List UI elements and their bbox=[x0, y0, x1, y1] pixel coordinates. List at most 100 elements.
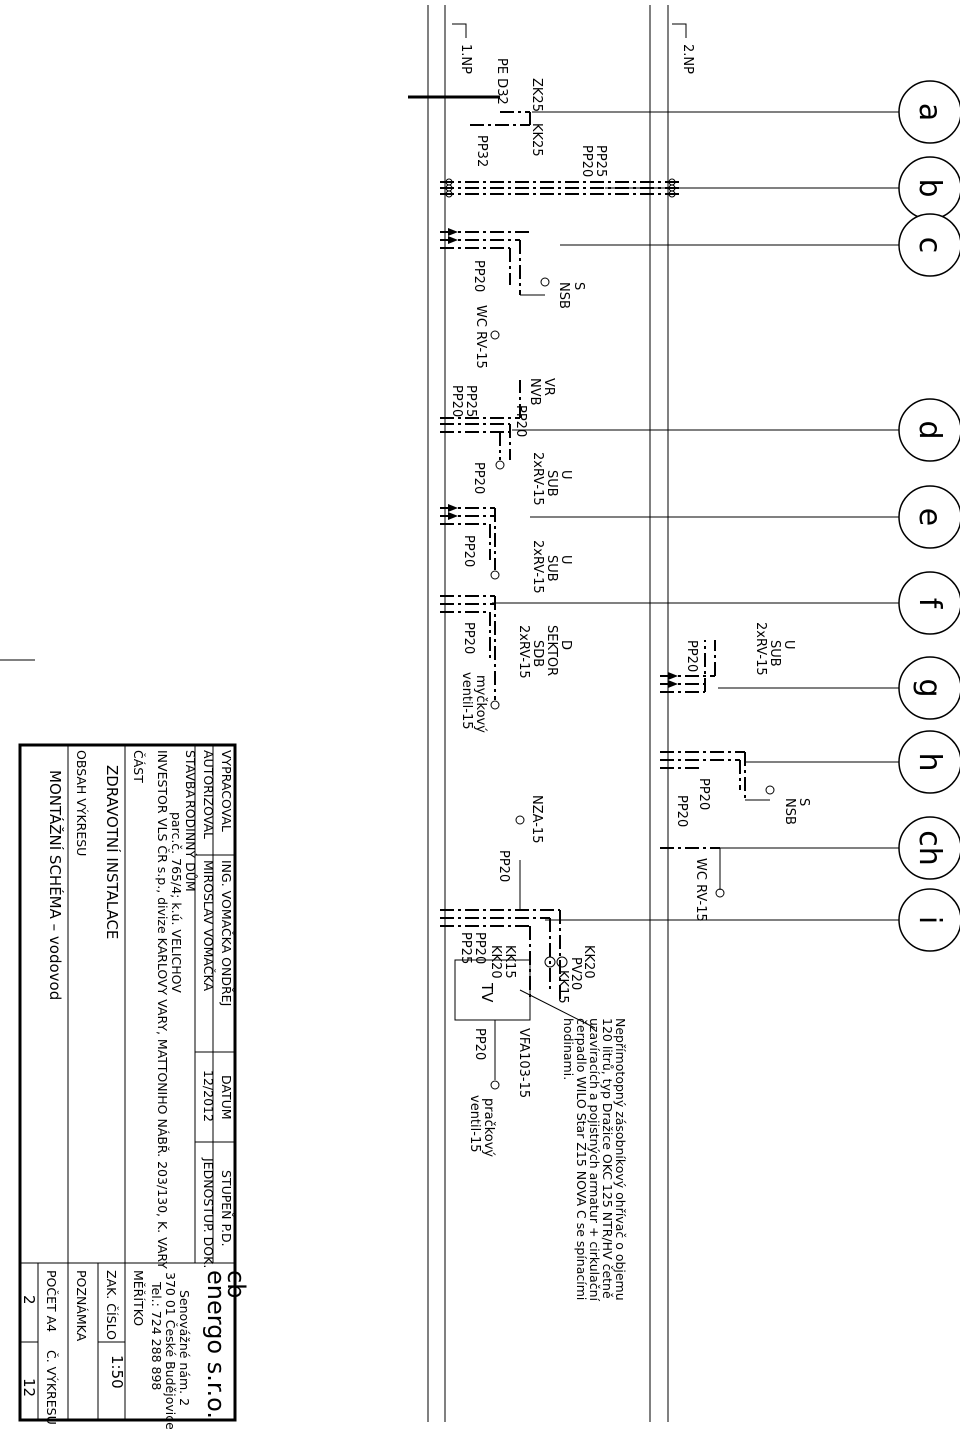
label-zk25: ZK25 bbox=[529, 78, 544, 112]
axis-label-f: f bbox=[912, 598, 947, 610]
floor-label-1np: 1.NP bbox=[458, 44, 473, 74]
note-line-3: uzavíracích a pojistných armatur + cirku… bbox=[587, 1018, 602, 1302]
fixture-d2-line1: U bbox=[558, 470, 573, 480]
fixture-h-line1: S bbox=[796, 798, 811, 806]
axis-bubble-d bbox=[898, 398, 960, 462]
label-pp20-e: PP20 bbox=[461, 535, 476, 567]
branch-pipes bbox=[489, 112, 770, 1080]
fixture-f-line3: SDB bbox=[530, 640, 545, 667]
tb-meritko-label: MĚŘÍTKO bbox=[131, 1270, 146, 1326]
axis-label-i: i bbox=[912, 916, 947, 924]
label-kk20-i2: KK20 bbox=[581, 945, 596, 979]
tb-stavba-label: STAVBA bbox=[183, 750, 198, 798]
tb-cislo-value: 12 bbox=[20, 1378, 38, 1397]
label-pp20-h: PP20 bbox=[696, 778, 711, 810]
tb-pocet-value: 2 bbox=[20, 1295, 38, 1305]
heater-note: Nepřímotopný zásobníkový ohřívač o objem… bbox=[561, 1018, 628, 1302]
fixture-e-line3: 2xRV-15 bbox=[530, 540, 545, 594]
axis-label-c: c bbox=[912, 237, 947, 254]
label-wc-rv-h: WC RV-15 bbox=[693, 858, 708, 922]
label-pp25-d: PP25 bbox=[463, 385, 478, 417]
label-kk15-i: KK15 bbox=[502, 945, 517, 979]
tb-company-tel: Tel.: 724 288 898 bbox=[149, 1281, 164, 1390]
tb-datum-value: 12/2012 bbox=[201, 1070, 216, 1122]
tb-company-addr2: 370 01 České Budějovice bbox=[163, 1272, 178, 1429]
label-pp20-tv: PP20 bbox=[472, 1028, 487, 1060]
label-pe-d32: PE D32 bbox=[494, 58, 509, 105]
company-logo-line2: energo s.r.o. bbox=[202, 1270, 230, 1419]
fixture-myckovy-line2: ventil-15 bbox=[459, 672, 474, 729]
label-pp20-d3: PP20 bbox=[471, 462, 486, 494]
axis-bubble-h bbox=[898, 730, 960, 794]
fixture-f-line1: D bbox=[558, 640, 573, 650]
label-pp20-f: PP20 bbox=[461, 622, 476, 654]
axis-bubble-i bbox=[898, 888, 960, 952]
title-block-text: VYPRACOVAL ING. VOMAČKA ONDŘEJ AUTORIZOV… bbox=[20, 750, 250, 1429]
fixture-nza: NZA-15 bbox=[529, 795, 544, 843]
label-kk25: KK25 bbox=[529, 123, 544, 157]
label-pp25-b: PP25 bbox=[593, 145, 608, 177]
fixture-e-line2: SUB bbox=[544, 555, 559, 582]
axis-label-g: g bbox=[912, 678, 947, 697]
axis-label-d: d bbox=[912, 420, 947, 439]
tb-vypracoval-label: VYPRACOVAL bbox=[219, 750, 234, 832]
fixture-e-line1: U bbox=[558, 555, 573, 565]
note-line-5: hodinami. bbox=[561, 1018, 576, 1080]
axis-leaders bbox=[492, 111, 900, 921]
label-wc-rv-c: WC RV-15 bbox=[473, 305, 488, 369]
label-pp20-d2: PP20 bbox=[513, 405, 528, 437]
fixture-vfa: VFA103-15 bbox=[516, 1028, 531, 1098]
tb-datum-label: DATUM bbox=[219, 1075, 234, 1120]
axis-label-a: a bbox=[912, 103, 947, 121]
fixture-d-line1: VR bbox=[541, 378, 556, 396]
title-block bbox=[18, 743, 237, 1422]
tb-parcela: parc.č. 765/4; k.ú. VELICHOV bbox=[169, 812, 184, 993]
fixture-prackovy-line2: ventil-15 bbox=[467, 1095, 482, 1152]
water-heater-box bbox=[454, 959, 531, 1021]
pipe-labels: PE D32 ZK25 KK25 PP32 PP25 PP20 PP20 WC … bbox=[449, 58, 711, 1060]
note-line-4: čerpadlo WILO Star Z15 NOVA C se spínací… bbox=[574, 1018, 589, 1300]
axis-label-h: h bbox=[912, 752, 947, 771]
tb-meritko-value: 1:50 bbox=[108, 1355, 126, 1389]
label-kk20-i: KK20 bbox=[488, 945, 503, 979]
company-logo-line1: cb — bbox=[222, 1270, 250, 1330]
label-pp20-d: PP20 bbox=[449, 385, 464, 417]
water-heater-label: TV bbox=[478, 982, 496, 1003]
label-kk15-i2: KK15 bbox=[555, 970, 570, 1004]
axis-bubbles bbox=[898, 80, 960, 952]
label-pp20-g: PP20 bbox=[684, 640, 699, 672]
tb-poznamka-label: POZNÁMKA bbox=[74, 1270, 89, 1342]
tb-autorizoval-label: AUTORIZOVAL bbox=[201, 750, 216, 839]
axis-label-ch: ch bbox=[912, 830, 947, 866]
axis-bubble-ch bbox=[898, 816, 960, 880]
tb-vypracoval-value: ING. VOMAČKA ONDŘEJ bbox=[219, 860, 234, 1006]
fixture-labels: S NSB VR NVB U SUB 2xRV-15 U SUB 2xRV-15… bbox=[459, 282, 811, 1157]
tb-stupen-label: STUPEŇ P.D. bbox=[219, 1170, 234, 1247]
axis-bubble-f bbox=[898, 571, 960, 635]
label-pp20-i2: PP20 bbox=[472, 932, 487, 964]
axis-bubble-e bbox=[898, 485, 960, 549]
label-pp20-b: PP20 bbox=[579, 145, 594, 177]
tb-stavba-value: RODINNÝ DŮM bbox=[183, 800, 198, 892]
fixture-g-line3: 2xRV-15 bbox=[753, 622, 768, 676]
tb-cast-value: ZDRAVOTNÍ INSTALACE bbox=[103, 765, 122, 939]
tb-cislo-label: Č. VÝKRESU bbox=[44, 1350, 59, 1425]
axis-label-b: b bbox=[912, 178, 947, 197]
fixture-h-line2: NSB bbox=[782, 798, 797, 825]
fixture-c-line2: NSB bbox=[556, 282, 571, 309]
label-pp32: PP32 bbox=[474, 135, 489, 167]
fixture-c-line1: S bbox=[571, 282, 586, 290]
tb-zak-label: ZAK. ČÍSLO bbox=[104, 1270, 119, 1340]
note-line-2: 120 litrů, typ Dražice OKC 125 NTR/HV če… bbox=[600, 1018, 615, 1299]
label-pp25-i: PP25 bbox=[458, 932, 473, 964]
fixture-d2-line2: SUB bbox=[544, 470, 559, 497]
fitting-markers bbox=[445, 178, 775, 1090]
tb-investor-label: INVESTOR bbox=[155, 750, 170, 814]
distribution-pipes bbox=[408, 95, 745, 927]
floor-lines bbox=[427, 5, 687, 1422]
label-pp20-i: PP20 bbox=[496, 850, 511, 882]
fixture-g-line1: U bbox=[781, 640, 796, 650]
tb-autorizoval-value: MIROSLAV VOMAČKA bbox=[201, 860, 216, 991]
tb-pocet-label: POČET A4 bbox=[44, 1270, 59, 1332]
